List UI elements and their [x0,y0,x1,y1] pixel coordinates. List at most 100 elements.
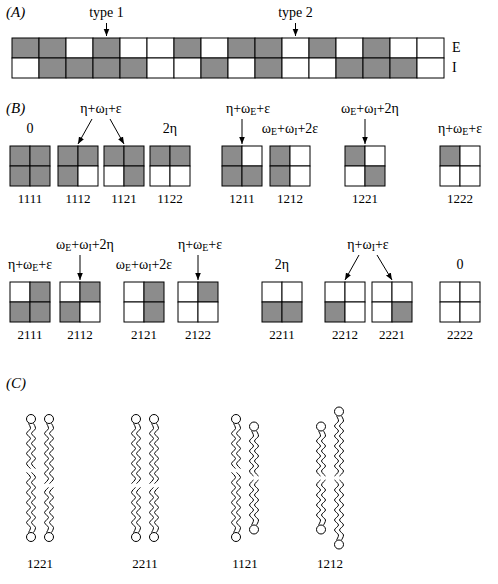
lattice-cell [120,38,147,58]
lattice-cell [309,38,336,58]
lipid-head [27,533,36,542]
lattice-cell [174,38,201,58]
subscript: E [125,262,131,273]
leader-arrow [242,119,243,144]
lipid-head [250,422,259,431]
state-square-cell [104,146,124,166]
state-square [372,282,412,322]
state-square-cell [270,166,290,186]
leader-arrow [80,255,81,280]
lipid-tail [250,480,254,525]
state-square-cell [282,282,302,302]
state-square-cell [242,166,262,186]
lipid-tail [255,480,259,525]
lipid-head [150,533,159,542]
energy-label: ωE+ωI+2η [56,236,114,253]
state-code: 1111 [18,190,43,207]
state-square-cell [10,302,30,322]
lattice-cell [174,58,201,78]
state-square-cell [290,166,310,186]
state-square [262,282,302,322]
state-square [150,146,190,186]
lattice-cell [201,38,228,58]
state-square [60,282,100,322]
lipid-tail [340,480,344,540]
state-code: 2112 [67,326,93,343]
state-square-cell [325,282,345,302]
lattice-cell [120,58,147,78]
state-square [440,282,480,322]
state-square-cell [365,146,385,166]
lipid-tail [32,424,36,469]
state-squares [10,146,480,322]
lipid-head [317,422,326,431]
state-code: 2121 [131,326,157,343]
lattice-cell [363,38,390,58]
lipid-tail [237,473,241,533]
energy-label: 0 [457,256,464,273]
subscript: E [250,106,256,117]
state-square [10,282,50,322]
state-square-cell [242,146,262,166]
energy-label: 0 [27,120,34,137]
lipid-tail [155,488,159,533]
energy-label: η+ωI+ε [347,236,388,253]
lattice-cell [39,58,66,78]
state-square-cell [460,146,480,166]
subscript: I [148,262,151,273]
state-square-cell [10,282,30,302]
lattice-cell [336,38,363,58]
state-code: 1112 [65,190,90,207]
state-square-cell [170,166,190,186]
lattice-cell [12,58,39,78]
lattice-cell [390,38,417,58]
state-code: 1212 [317,555,343,572]
state-square [325,282,365,322]
state-square-cell [372,282,392,302]
lipid-tail [150,488,154,533]
type-label: type 2 [278,4,313,21]
type-label: type 1 [89,4,124,21]
lipid-tail [335,480,339,540]
leader-arrow [345,255,359,280]
subscript: E [350,106,356,117]
subscript: I [372,242,375,253]
state-code: 1122 [157,190,183,207]
state-square [104,146,144,186]
state-square-cell [325,302,345,322]
energy-label: η+ωE+ε [178,236,222,253]
lattice-cell [147,58,174,78]
state-square-cell [60,282,80,302]
state-square-cell [222,166,242,186]
state-square-cell [78,166,98,186]
lipid-tail [50,424,54,484]
lattice-cell [255,58,282,78]
panel-label: (A) [6,4,25,21]
lipid-head [132,415,141,424]
state-square-cell [345,166,365,186]
state-code: 1121 [111,190,137,207]
lipid-tail [317,480,321,525]
state-square-cell [170,146,190,166]
state-square-cell [440,146,460,166]
state-square-cell [30,166,50,186]
state-code: 1221 [352,190,378,207]
state-square [345,146,385,186]
state-square-cell [345,146,365,166]
lattice-cell [417,58,444,78]
state-square-cell [460,166,480,186]
lipid-head [45,533,54,542]
lipid-head [317,525,326,534]
state-square-cell [30,282,50,302]
state-square-cell [124,282,144,302]
lipid-head [150,415,159,424]
state-square-cell [144,302,164,322]
lattice-cell [201,58,228,78]
lattice-cell [93,38,120,58]
state-square-cell [345,302,365,322]
state-square-cell [222,146,242,166]
state-square-cell [198,302,218,322]
leaflet-label: E [452,39,461,56]
lipid-head [335,407,344,416]
